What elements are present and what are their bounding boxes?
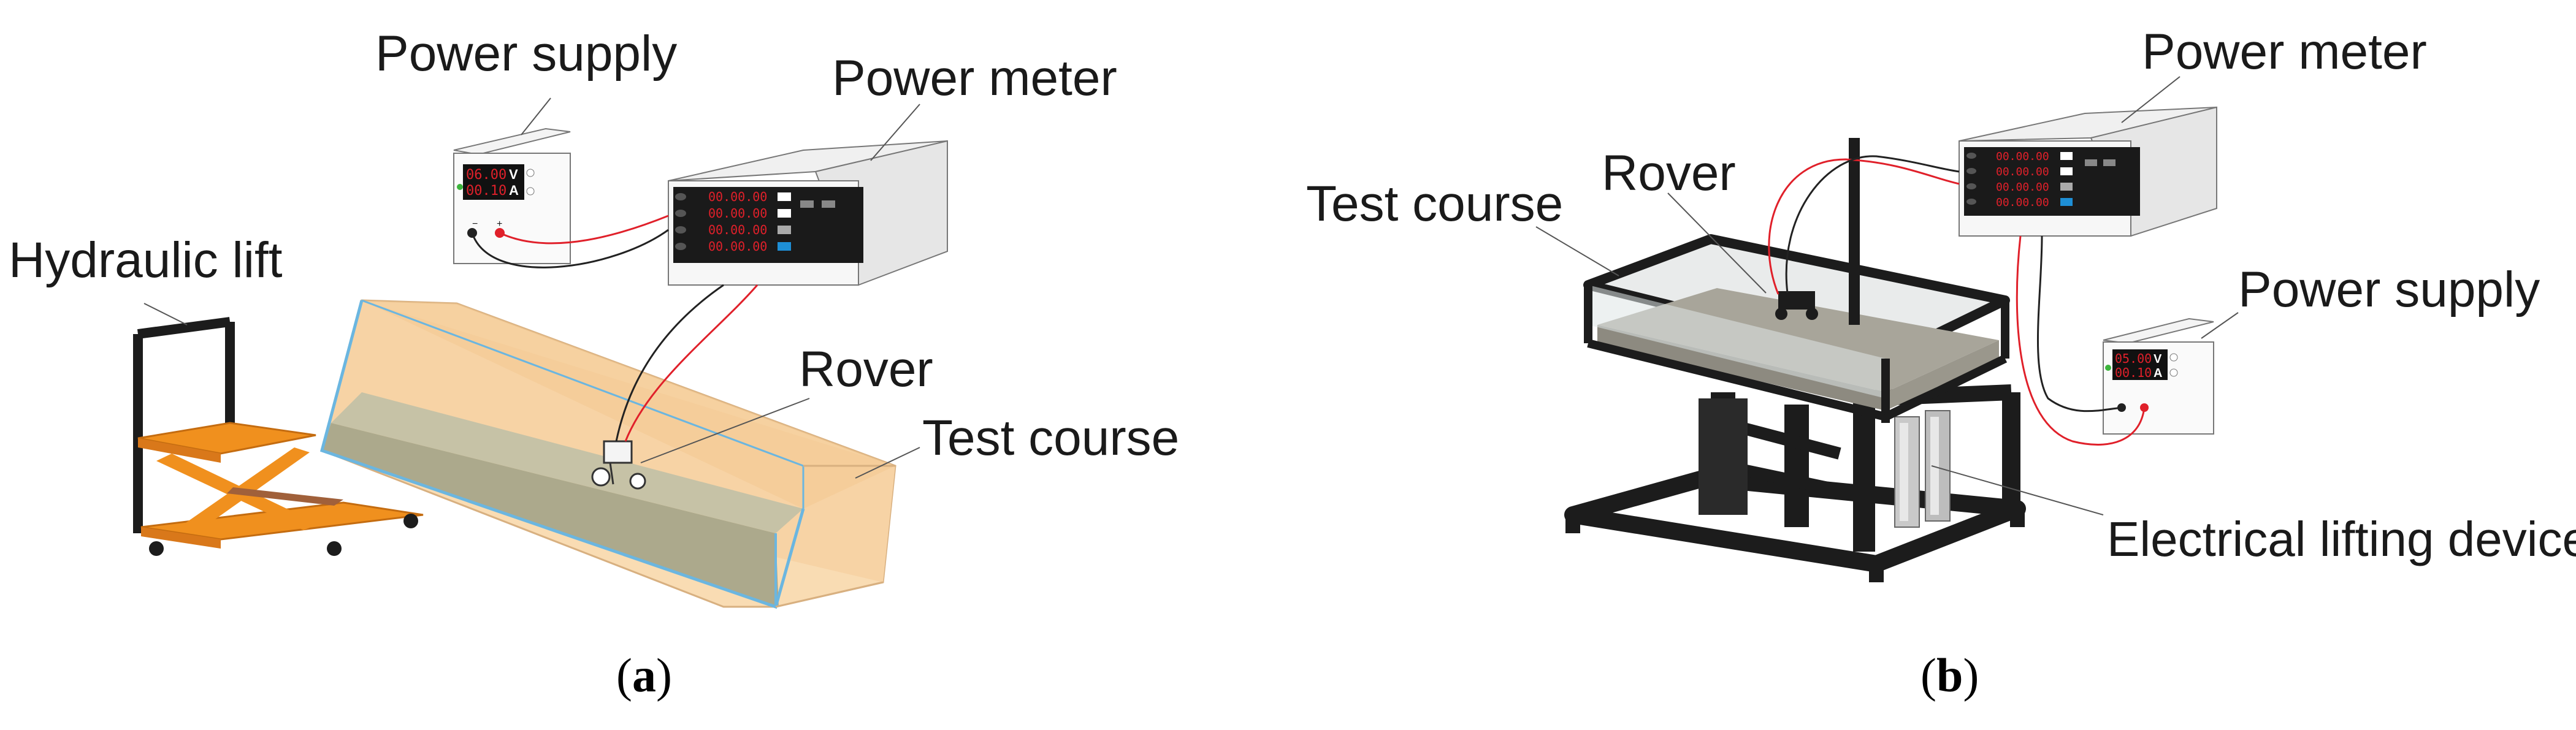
label-rover-b: Rover: [1602, 145, 1736, 201]
label-test-course-b: Test course: [1306, 176, 1563, 232]
rover-b: [1775, 138, 1860, 325]
ps-a-current: 00.10: [466, 183, 506, 199]
svg-text:−: −: [472, 219, 478, 229]
ps-a-voltage: 06.00: [466, 167, 506, 183]
panel-b: 00.00.00 00.00.00 00.00.00 00.00.00 05.0…: [1306, 24, 2576, 702]
power-meter-b: 00.00.00 00.00.00 00.00.00 00.00.00: [1959, 106, 2217, 237]
pm-a-row-4: 00.00.00: [708, 239, 767, 254]
power-supply-a: − + 06.00 V 00.10 A: [453, 127, 571, 264]
lifting-frame: [1564, 384, 2026, 582]
ps-b-voltage-unit: V: [2154, 352, 2162, 366]
caption-b-letter: b: [1936, 648, 1963, 702]
panel-a: − + 06.00 V 00.10 A 00.00.00 00.00.00 00…: [9, 26, 1179, 702]
ps-a-voltage-unit: V: [509, 167, 518, 182]
ps-b-current-unit: A: [2154, 367, 2162, 380]
wires-a: [471, 215, 759, 442]
label-rover-a: Rover: [799, 341, 933, 397]
caption-b: (b): [1921, 648, 1979, 702]
ps-b-voltage: 05.00: [2115, 351, 2152, 366]
leaders-b: [1535, 76, 2239, 515]
label-test-course-a: Test course: [922, 410, 1179, 466]
label-power-meter-b: Power meter: [2142, 24, 2427, 80]
power-supply-b: 05.00 V 00.10 A: [2103, 317, 2214, 435]
power-meter-a: 00.00.00 00.00.00 00.00.00 00.00.00: [668, 140, 948, 286]
electrical-lifting-device: [1894, 410, 1951, 528]
label-hydraulic-lift: Hydraulic lift: [9, 232, 283, 288]
pm-a-row-2: 00.00.00: [708, 206, 767, 221]
label-power-supply-a: Power supply: [375, 26, 677, 82]
pm-a-row-3: 00.00.00: [708, 222, 767, 237]
pm-b-row-4: 00.00.00: [1996, 196, 2049, 209]
label-electrical-lifting-device: Electrical lifting device: [2107, 512, 2576, 566]
rover-a: [591, 440, 646, 490]
hydraulic-lift: [133, 317, 424, 556]
pm-a-row-1: 00.00.00: [708, 189, 767, 204]
pm-b-row-1: 00.00.00: [1996, 150, 2049, 163]
label-power-supply-b: Power supply: [2238, 262, 2540, 317]
caption-a-letter: a: [632, 648, 656, 702]
ps-b-current: 00.10: [2115, 365, 2152, 380]
pm-b-row-3: 00.00.00: [1996, 181, 2049, 194]
test-course-b: [1583, 234, 2010, 423]
caption-a: (a): [616, 648, 672, 702]
pm-b-row-2: 00.00.00: [1996, 165, 2049, 178]
wires-b: [1768, 155, 2146, 446]
label-power-meter-a: Power meter: [832, 50, 1117, 106]
leaders-a: [143, 97, 920, 479]
svg-text:+: +: [497, 219, 502, 229]
ps-a-current-unit: A: [509, 183, 519, 198]
